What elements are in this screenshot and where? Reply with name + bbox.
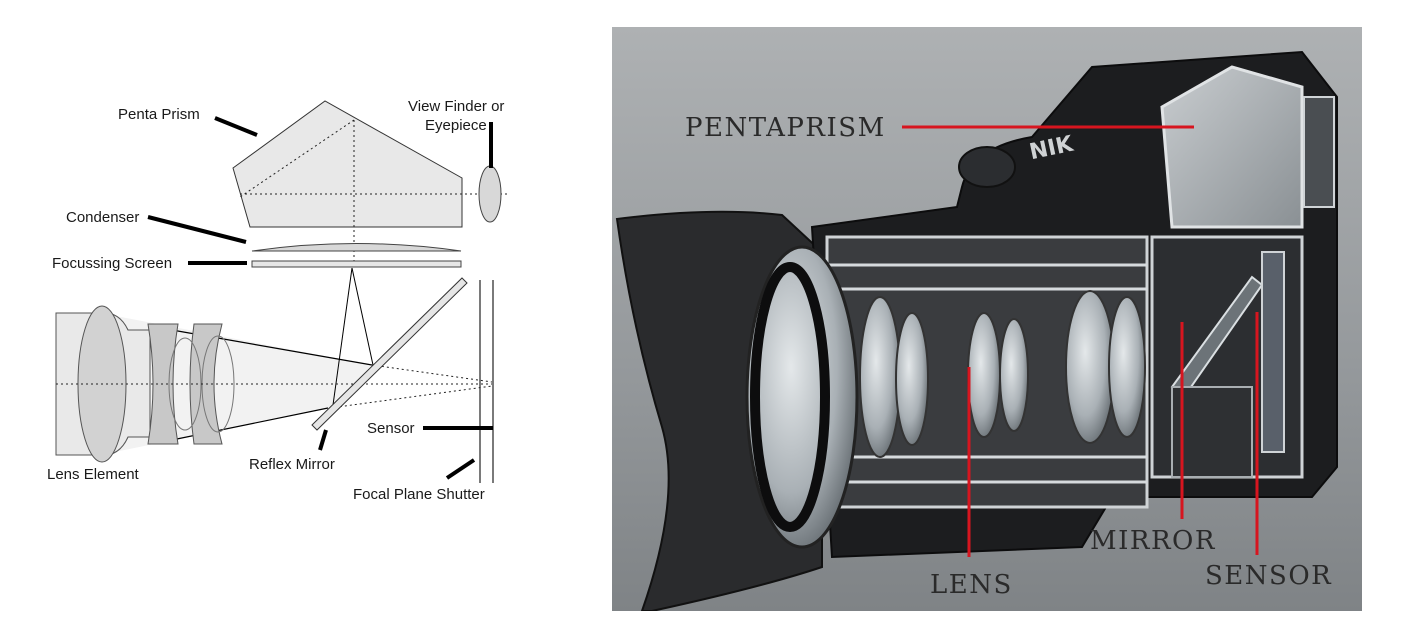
label-pentaprism: PENTAPRISM: [685, 113, 886, 143]
slr-cutaway-photo: NIK PENTAPRISM LENS MIRROR SENSOR: [612, 27, 1362, 611]
lens-group-6: [1108, 296, 1146, 438]
lens-group-2: [895, 312, 929, 446]
eyepiece-block: [1303, 96, 1335, 208]
front-lens-glass: [745, 245, 859, 549]
lens-group-4: [999, 318, 1029, 432]
front-lens-ring: [750, 262, 830, 532]
label-lens: LENS: [930, 570, 1013, 600]
schematic-svg: Penta Prism View Finder or Eyepiece Cond…: [47, 98, 510, 503]
cutaway-svg: NIK PENTAPRISM LENS MIRROR SENSOR: [612, 27, 1362, 611]
leader-focal-plane-shutter: [445, 458, 476, 480]
light-ray-to-screen-right: [351, 267, 374, 366]
light-ray-to-screen-left: [332, 267, 353, 406]
label-condenser: Condenser: [66, 209, 139, 226]
label-mirror: MIRROR: [1090, 526, 1216, 556]
label-sensor: SENSOR: [1205, 561, 1332, 591]
penta-prism: [232, 100, 463, 228]
reflected-ray-lower: [329, 385, 493, 409]
leader-reflex-mirror: [318, 429, 328, 451]
label-focal-plane-shutter: Focal Plane Shutter: [353, 486, 485, 503]
label-focussing-screen: Focussing Screen: [52, 255, 172, 272]
label-view-finder-line1: View Finder or: [408, 98, 504, 115]
reflected-ray-upper: [371, 364, 493, 383]
barrel-trim-top: [827, 263, 1147, 291]
focussing-screen: [251, 260, 462, 268]
lens-group-5: [1065, 290, 1115, 444]
label-lens-element: Lens Element: [47, 466, 140, 483]
slr-schematic-diagram: Penta Prism View Finder or Eyepiece Cond…: [0, 0, 590, 635]
leader-condenser: [147, 215, 247, 244]
condenser-lens: [251, 243, 462, 252]
lens-group-1: [859, 296, 901, 458]
eyepiece-lens: [478, 165, 502, 223]
label-penta-prism: Penta Prism: [118, 106, 200, 123]
mode-dial: [958, 146, 1016, 188]
leader-penta-prism: [214, 116, 258, 137]
lens-group-3: [967, 312, 1001, 438]
label-view-finder-line2: Eyepiece: [425, 117, 487, 134]
label-sensor: Sensor: [367, 420, 415, 437]
label-reflex-mirror: Reflex Mirror: [249, 456, 335, 473]
sensor-assembly: [1261, 251, 1285, 453]
reflex-mirror: [311, 277, 468, 431]
pentaprism-block: [1160, 65, 1304, 229]
shutter-unit: [1171, 386, 1253, 478]
